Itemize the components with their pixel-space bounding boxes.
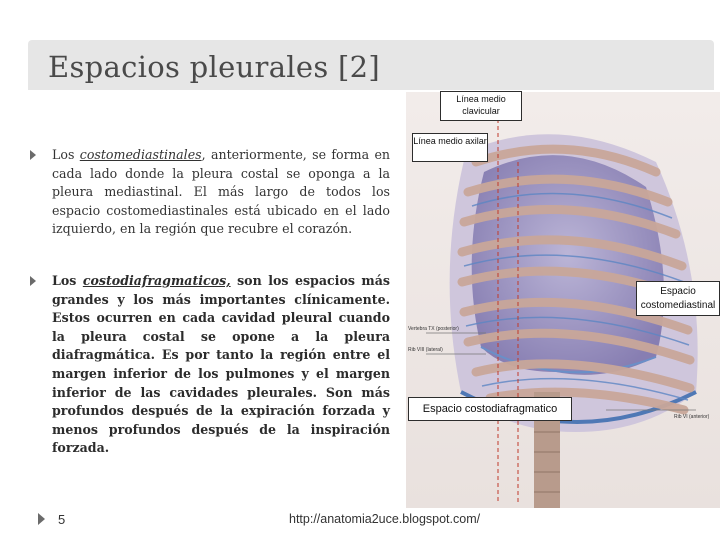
bullet-costodiafragmaticos: Los costodiafragmaticos, son los espacio…	[30, 272, 390, 458]
slide-number-arrow-icon	[38, 513, 45, 525]
slide-number: 5	[58, 512, 66, 527]
bullet-body: , anteriormente, se forma en cada lado d…	[52, 147, 391, 237]
callout-linea-medio-clavicular: Línea medio clavicular	[440, 91, 522, 121]
bullet-arrow-icon	[30, 150, 36, 160]
title-bar	[28, 40, 714, 90]
bullet-text: Los costodiafragmaticos, son los espacio…	[52, 272, 390, 458]
callout-linea-medio-axilar: Línea medio axilar	[412, 133, 488, 162]
bullet-term: costodiafragmaticos,	[82, 273, 231, 288]
bullet-body: son los espacios más grandes y los más i…	[52, 273, 391, 456]
label-rib-vi: Rib VI (anterior)	[674, 414, 710, 420]
bullet-term: costomediastinales	[79, 147, 202, 162]
footer-url[interactable]: http://anatomia2uce.blogspot.com/	[289, 512, 481, 526]
callout-espacio-costomediastinal: Espacio costomediastinal	[636, 281, 720, 316]
bullet-lead: Los	[52, 147, 80, 162]
label-vertebra: Vertebra TX (posterior)	[408, 326, 459, 332]
bullet-arrow-icon	[30, 276, 36, 286]
slide-title: Espacios pleurales [2]	[48, 50, 381, 84]
bullet-text: Los costomediastinales, anteriormente, s…	[52, 146, 390, 239]
bullet-costomediastinales: Los costomediastinales, anteriormente, s…	[30, 146, 390, 239]
label-rib-viii: Rib VIII (lateral)	[408, 347, 443, 353]
callout-espacio-costodiafragmatico: Espacio costodiafragmatico	[408, 397, 572, 421]
bullet-lead: Los	[52, 273, 83, 288]
